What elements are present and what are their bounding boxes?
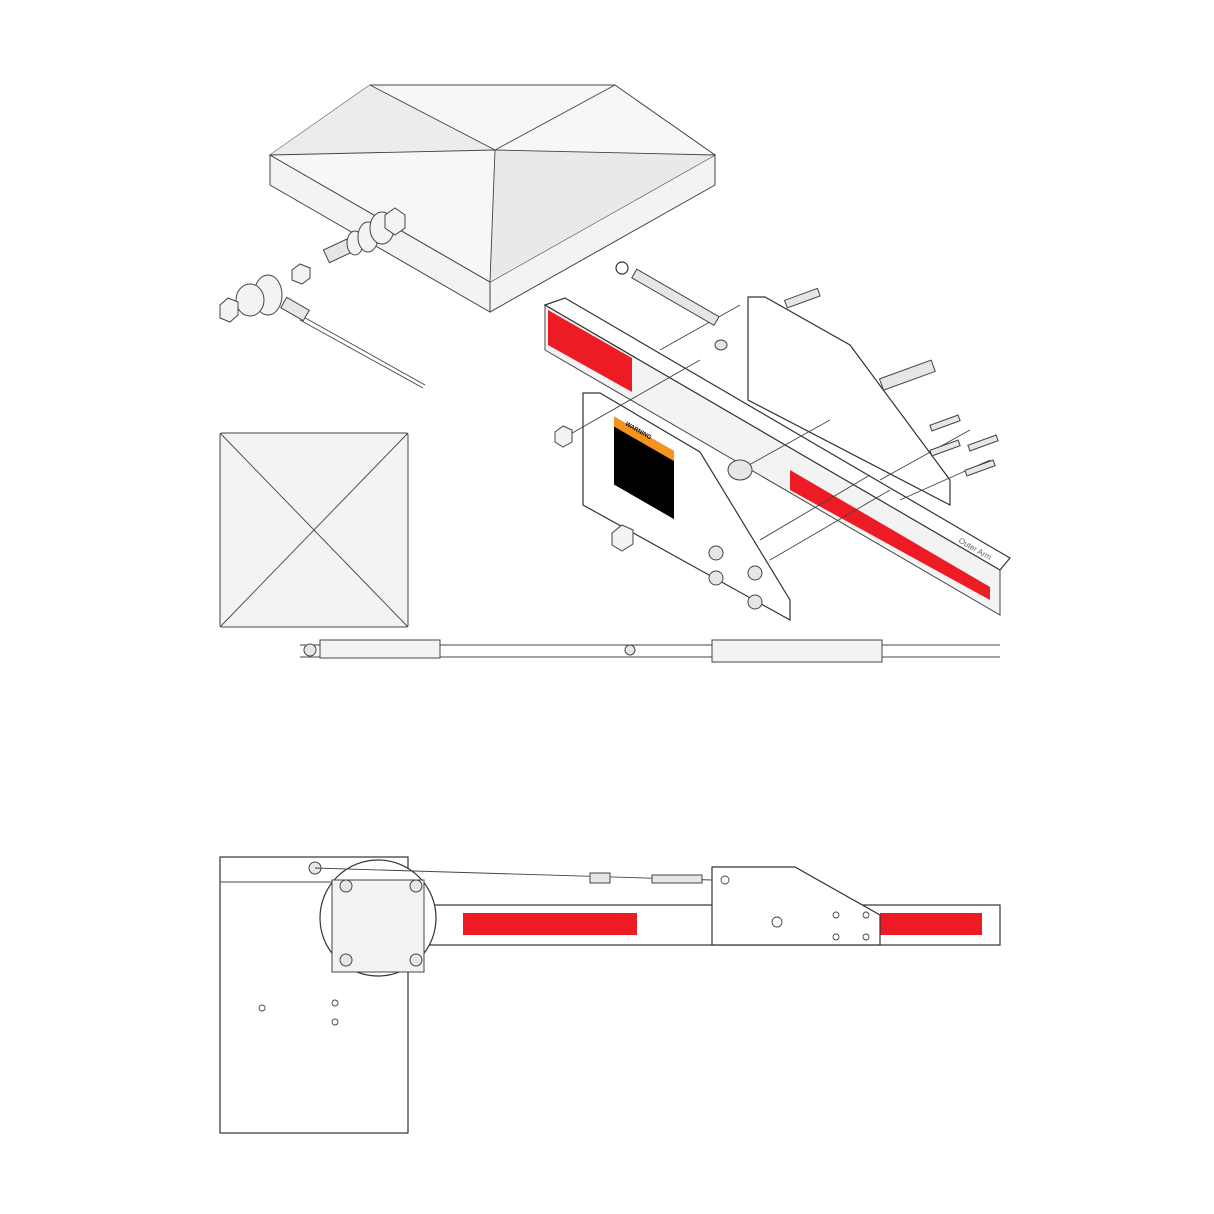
eye-bolt-hardware [219, 207, 426, 389]
post-cap-isometric [269, 84, 716, 313]
front-view [219, 432, 1000, 663]
plan-view [219, 856, 1001, 1134]
arm-bracket-exploded: WARNING Outer Arm [543, 261, 1011, 622]
